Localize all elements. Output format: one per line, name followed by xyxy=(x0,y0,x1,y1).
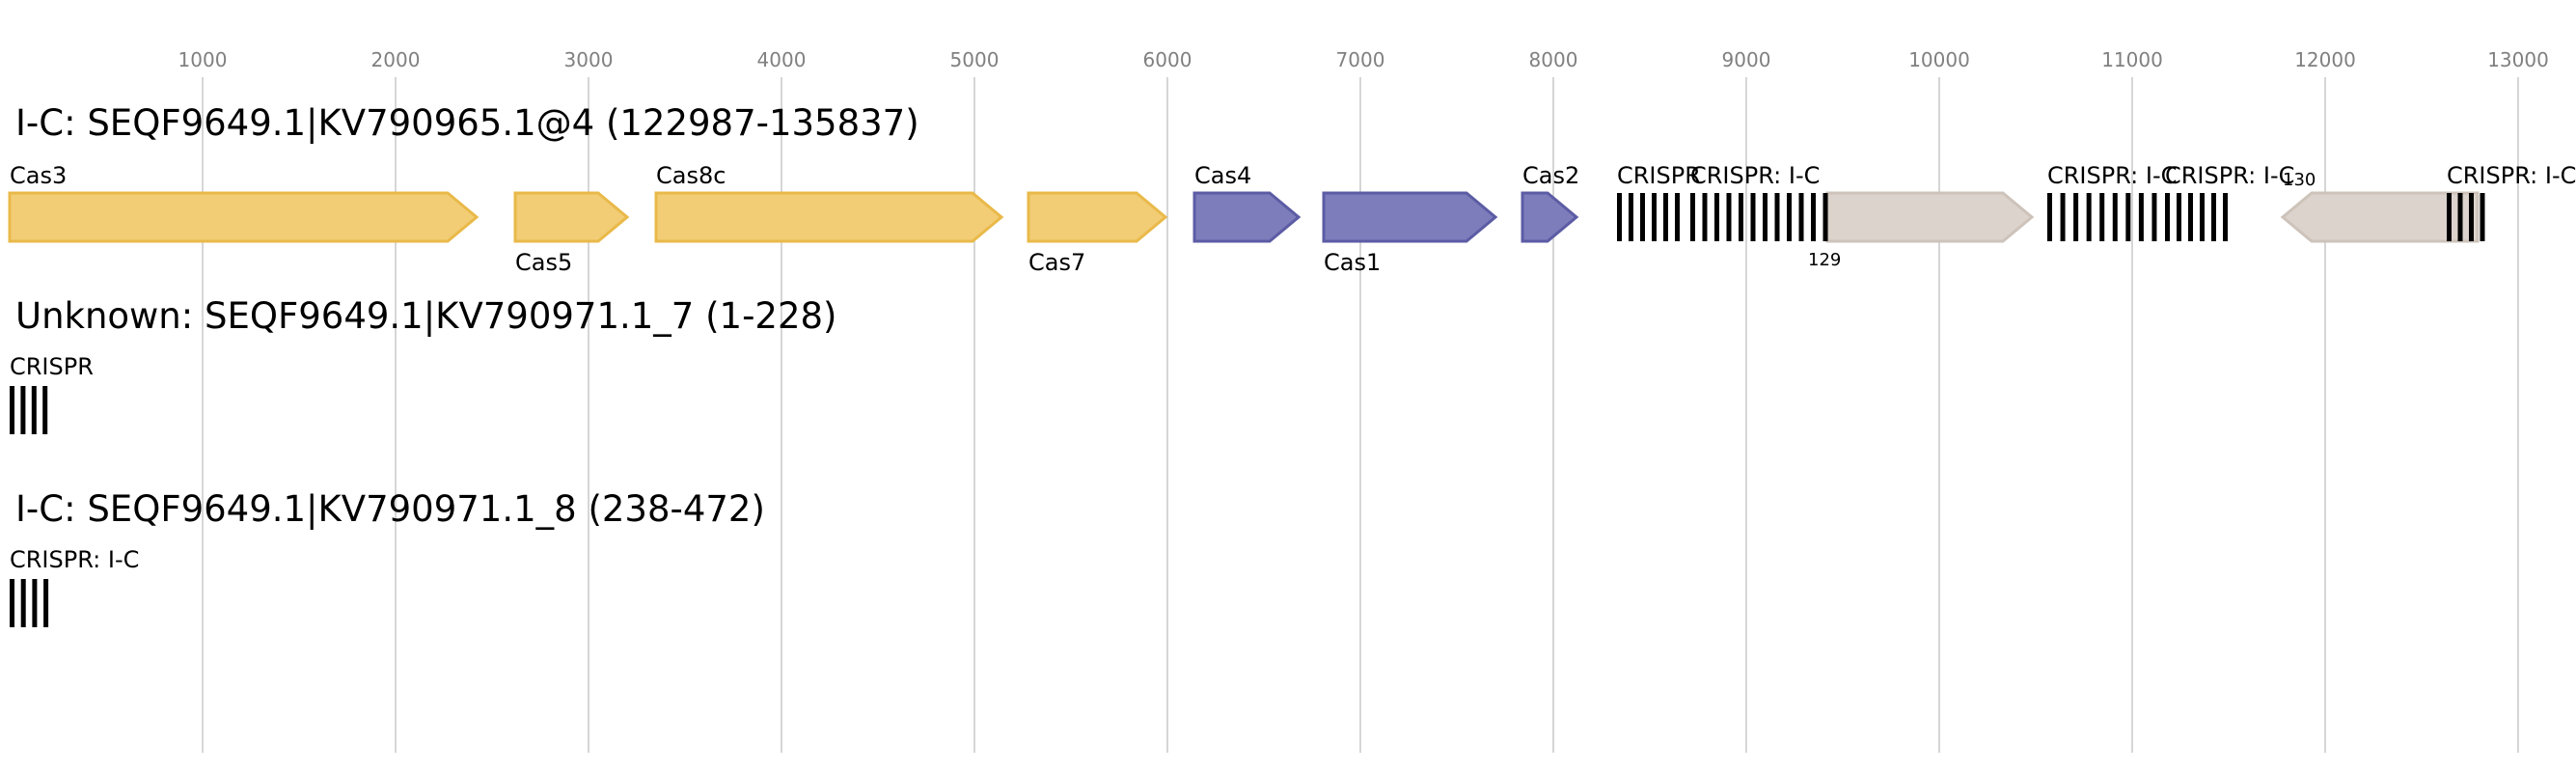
gene-arrow-cas7 xyxy=(1027,191,1168,243)
crispr-repeat-bar xyxy=(32,579,38,627)
crispr-repeat-bar xyxy=(2223,193,2228,241)
crispr-repeat-bar xyxy=(1663,193,1668,241)
gene-arrow-cas4 xyxy=(1192,191,1302,243)
crispr-repeat-bar xyxy=(2211,193,2216,241)
gene-label: Cas3 xyxy=(10,162,67,189)
crispr-label: CRISPR: I-C xyxy=(2047,162,2177,189)
crispr-repeat-bar xyxy=(2165,193,2170,241)
crispr-label: CRISPR: I-C xyxy=(10,546,139,573)
crispr-label: CRISPR: I-C xyxy=(1690,162,1820,189)
crispr-repeat-bar xyxy=(2151,193,2157,241)
track: Unknown: SEQF9649.1|KV790971.1_7 (1-228)… xyxy=(10,295,837,434)
crispr-repeat-bar xyxy=(10,386,14,434)
crispr-repeat-bar xyxy=(1787,193,1792,241)
crispr-repeat-bar xyxy=(10,579,14,627)
track-title: I-C: SEQF9649.1|KV790965.1@4 (122987-135… xyxy=(15,102,919,144)
crispr-repeat-bar xyxy=(1629,193,1633,241)
gene-arrow-cas3 xyxy=(8,191,480,243)
crispr-repeat-bar xyxy=(1617,193,1622,241)
crispr-repeat-bar xyxy=(42,386,48,434)
track-title: Unknown: SEQF9649.1|KV790971.1_7 (1-228) xyxy=(15,295,837,337)
crispr-repeat-bar xyxy=(2112,193,2118,241)
crispr-repeat-bar xyxy=(1690,193,1695,241)
crispr-repeat-bar xyxy=(2469,193,2474,241)
crispr-repeat-bar xyxy=(2177,193,2181,241)
crispr-repeat-bar xyxy=(1750,193,1756,241)
crispr-repeat-bar xyxy=(2447,193,2452,241)
scale-tick-label: 13000 xyxy=(2487,48,2549,71)
crispr-repeat-bar xyxy=(1675,193,1680,241)
crispr-repeat-bar xyxy=(1652,193,1657,241)
gene-arrow-cas1 xyxy=(1322,191,1498,243)
track-title: I-C: SEQF9649.1|KV790971.1_8 (238-472) xyxy=(15,488,765,530)
crispr-repeat-bar xyxy=(2060,193,2066,241)
crispr-repeat-bar xyxy=(1774,193,1780,241)
crispr-repeat-bar xyxy=(43,579,49,627)
crispr-repeat-bar xyxy=(2073,193,2079,241)
gene-arrow-cas8c xyxy=(654,191,1004,243)
track: I-C: SEQF9649.1|KV790965.1@4 (122987-135… xyxy=(8,102,2576,276)
crispr-repeat-bar xyxy=(2188,193,2193,241)
crispr-label: CRISPR: I-C xyxy=(2447,162,2576,189)
scale-tick-label: 1000 xyxy=(178,48,228,71)
tracks: I-C: SEQF9649.1|KV790965.1@4 (122987-135… xyxy=(8,102,2576,627)
crispr-repeat-bar xyxy=(1739,193,1743,241)
crispr-repeat-bar xyxy=(2099,193,2105,241)
gene-label: Cas2 xyxy=(1522,162,1579,189)
gene-label: Cas4 xyxy=(1194,162,1251,189)
crispr-repeat-bar xyxy=(1811,193,1816,241)
crispr-repeat-bar xyxy=(2457,193,2463,241)
scale-tick-label: 10000 xyxy=(1908,48,1970,71)
crispr-repeat-bar xyxy=(2125,193,2131,241)
crispr-repeat-bar xyxy=(1798,193,1804,241)
scale-tick-label: 4000 xyxy=(757,48,807,71)
scale-tick-label: 9000 xyxy=(1722,48,1771,71)
crispr-repeat-bar xyxy=(1640,193,1645,241)
gene-arrow-cas5 xyxy=(513,191,630,243)
gene-label: Cas8c xyxy=(656,162,726,189)
gene-label: 129 xyxy=(1808,250,1841,270)
scale-tick-label: 6000 xyxy=(1143,48,1192,71)
scale-tick-label: 7000 xyxy=(1336,48,1385,71)
crispr-repeat-bar xyxy=(2047,193,2052,241)
crispr-repeat-bar xyxy=(2480,193,2485,241)
scale-grid xyxy=(202,77,2519,753)
crispr-repeat-bar xyxy=(1702,193,1708,241)
scale-tick-label: 8000 xyxy=(1529,48,1578,71)
crispr-label: CRISPR xyxy=(10,353,94,380)
crispr-repeat-bar xyxy=(20,579,26,627)
gene-arrow-130 xyxy=(2280,191,2480,243)
crispr-repeat-bar xyxy=(20,386,26,434)
crispr-repeat-bar xyxy=(1726,193,1732,241)
gene-label: Cas7 xyxy=(1028,249,1085,276)
scale-tick-label: 11000 xyxy=(2101,48,2163,71)
crispr-repeat-bar xyxy=(2138,193,2144,241)
crispr-repeat-bar xyxy=(2086,193,2092,241)
crispr-repeat-bar xyxy=(1763,193,1768,241)
scale-ticks: 1000 2000 3000 4000 5000 6000 7000 8000 9000 1000… xyxy=(178,48,2549,71)
crispr-label: CRISPR: I-C xyxy=(2165,162,2294,189)
crispr-repeat-bar xyxy=(1822,193,1828,241)
crispr-label: CRISPR xyxy=(1617,162,1701,189)
crispr-repeat-bar xyxy=(1714,193,1719,241)
scale-tick-label: 2000 xyxy=(371,48,421,71)
gene-label: Cas5 xyxy=(515,249,572,276)
scale-tick-label: 5000 xyxy=(950,48,1000,71)
scale-tick-label: 3000 xyxy=(564,48,614,71)
track: I-C: SEQF9649.1|KV790971.1_8 (238-472) CR… xyxy=(10,488,765,627)
scale-tick-label: 12000 xyxy=(2294,48,2356,71)
gene-label: 130 xyxy=(2283,170,2316,190)
gene-arrow-129 xyxy=(1825,191,2035,243)
crispr-repeat-bar xyxy=(2200,193,2205,241)
crispr-repeat-bar xyxy=(31,386,37,434)
gene-arrow-cas2 xyxy=(1521,191,1579,243)
gene-label: Cas1 xyxy=(1324,249,1381,276)
